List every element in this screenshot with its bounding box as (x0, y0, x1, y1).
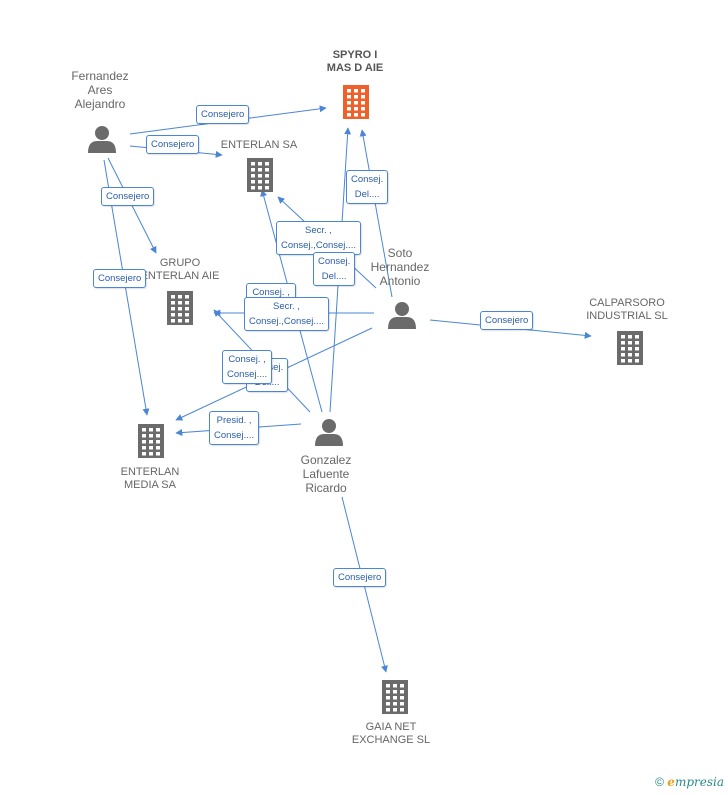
building-icon-enterlan_media[interactable] (138, 424, 164, 458)
empresia-logo: empresia (667, 775, 724, 789)
node-soto-label[interactable]: Soto Hernandez Antonio (370, 246, 430, 288)
person-icon-gonzalez[interactable] (315, 419, 343, 446)
building-icon-grupo_enterlan[interactable] (167, 291, 193, 325)
building-icon-gaia[interactable] (382, 680, 408, 714)
node-enterlan-sa-label[interactable]: ENTERLAN SA (220, 139, 298, 151)
node-gonzalez-label[interactable]: Gonzalez Lafuente Ricardo (300, 453, 352, 495)
edge-label-fernandez-media[interactable]: Consejero (93, 269, 147, 288)
node-fernandez-label[interactable]: Fernandez Ares Alejandro (71, 69, 129, 111)
edge-label-gonzalez-gaia[interactable]: Consejero (333, 568, 387, 587)
building-icon-enterlan_sa[interactable] (247, 158, 273, 192)
logo-text: mpresia (674, 775, 724, 789)
building-icon-spyro[interactable] (343, 85, 369, 119)
edge-label-fernandez-spyro[interactable]: Consejero (196, 105, 250, 124)
node-spyro-label[interactable]: SPYRO I MAS D AIE (326, 49, 384, 74)
footer-brand: © empresia (655, 775, 724, 789)
edge-label-soto-calparsoro[interactable]: Consejero (480, 311, 534, 330)
building-icon-calparsoro[interactable] (617, 331, 643, 365)
edge-label-soto-grupo[interactable]: Secr. , Consej.,Consej.... (244, 297, 329, 331)
node-gaia-label[interactable]: GAIA NET EXCHANGE SL (351, 721, 431, 746)
edge-label-soto-spyro[interactable]: Consej. Del.... (313, 252, 356, 286)
edge-label-gonzalez-spyro[interactable]: Consej. Del.... (346, 170, 389, 204)
edge-label-fernandez-enterlan-sa[interactable]: Consejero (146, 135, 200, 154)
edge-label-soto-enterlan-sa[interactable]: Secr. , Consej.,Consej.... (276, 221, 361, 255)
edge-label-gonzalez-grupo[interactable]: Consej. , Consej.... (222, 350, 273, 384)
node-enterlan-media-label[interactable]: ENTERLAN MEDIA SA (120, 466, 180, 491)
edge-label-gonzalez-media[interactable]: Presid. , Consej.... (209, 411, 260, 445)
logo-e: e (667, 775, 675, 789)
person-icon-soto[interactable] (388, 302, 416, 329)
node-calparsoro-label[interactable]: CALPARSORO INDUSTRIAL SL (586, 297, 668, 322)
node-icons (88, 85, 643, 714)
node-grupo-enterlan-label[interactable]: GRUPO ENTERLAN AIE (140, 257, 220, 282)
edge-label-fernandez-grupo[interactable]: Consejero (101, 187, 155, 206)
edge-soto-9 (359, 129, 393, 298)
copyright-symbol: © (655, 775, 664, 789)
person-icon-fernandez[interactable] (88, 126, 116, 153)
